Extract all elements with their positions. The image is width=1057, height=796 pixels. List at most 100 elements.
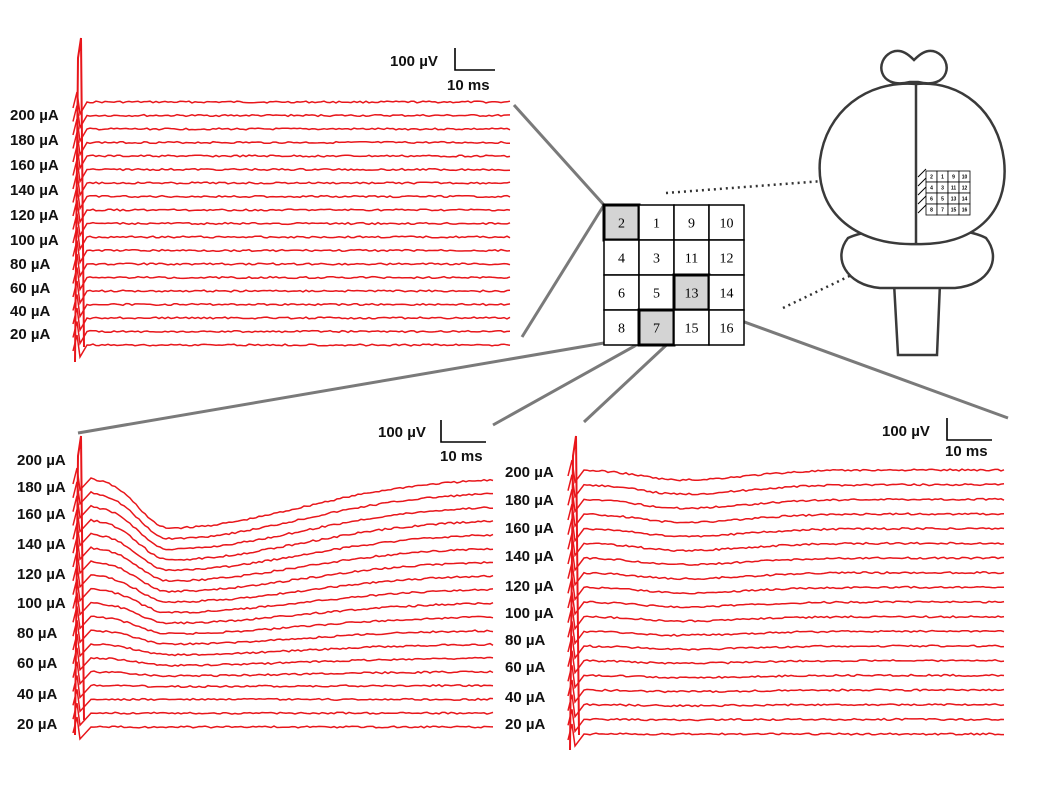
response-trace: [567, 650, 1005, 675]
response-trace: [567, 606, 1005, 631]
mini-cell-label: 5: [941, 197, 944, 203]
mini-grid-hatch: [917, 168, 927, 178]
grid-cell-11: [673, 239, 710, 276]
grid-cell-label: 7: [653, 322, 660, 337]
response-trace: [72, 105, 511, 130]
mini-grid-hatch: [917, 195, 927, 205]
response-trace: [72, 523, 494, 572]
response-trace: [567, 709, 1005, 734]
response-trace: [72, 294, 511, 319]
response-trace: [72, 578, 494, 614]
grid-cell-label: 4: [618, 252, 625, 267]
grid-cell-15: [673, 309, 710, 346]
spinal-cord: [892, 281, 942, 357]
connector-a: [512, 103, 606, 207]
grid-cell-label: 16: [720, 322, 734, 337]
current-label: 60 µA: [10, 280, 50, 297]
response-trace: [72, 495, 493, 551]
stimulus-artifact: [74, 37, 85, 363]
mini-cell-label: 7: [941, 208, 944, 214]
grid-cell-16: [708, 309, 745, 346]
response-trace: [72, 481, 493, 540]
connector-d: [492, 341, 641, 427]
scale-bar: [454, 48, 495, 71]
mini-grid-hatch: [917, 177, 927, 187]
response-trace: [72, 267, 511, 292]
panel-connectors: [77, 103, 1009, 435]
response-trace: [567, 562, 1005, 587]
mini-cell-label: 15: [951, 208, 957, 214]
mini-cell-label: 9: [952, 175, 955, 181]
response-trace: [72, 647, 494, 672]
grid-cell-label: 6: [618, 287, 625, 302]
mini-cell-label: 16: [962, 208, 968, 214]
response-trace: [72, 606, 494, 635]
response-trace: [567, 635, 1005, 660]
response-trace: [567, 591, 1005, 616]
current-label: 120 µA: [505, 578, 554, 595]
response-trace: [567, 547, 1004, 572]
response-trace: [567, 577, 1004, 602]
mini-cell-label: 1: [941, 175, 944, 181]
scale-bar-voltage-label: 100 µV: [882, 423, 930, 440]
response-trace: [72, 280, 511, 306]
mini-cell-label: 6: [930, 197, 933, 203]
scale-bar-time-label: 10 ms: [945, 443, 988, 460]
mini-cell-label: 4: [930, 186, 933, 192]
response-trace: [567, 679, 1005, 704]
current-label: 140 µA: [17, 536, 66, 553]
current-label: 20 µA: [10, 326, 50, 343]
grid-cell-label: 10: [720, 217, 734, 232]
mini-cell-label: 14: [962, 197, 968, 203]
response-trace: [72, 564, 494, 604]
response-trace: [567, 459, 1005, 484]
mini-cell-label: 12: [962, 186, 968, 192]
grid-cell-label: 9: [688, 217, 695, 232]
response-trace: [72, 226, 511, 252]
current-label: 120 µA: [17, 566, 66, 583]
response-trace: [72, 675, 494, 700]
response-trace: [72, 91, 511, 117]
mini-grid-hatch: [917, 186, 927, 196]
olfactory-bulb: [880, 49, 948, 85]
grid-cell-1: [638, 204, 675, 241]
current-label: 120 µA: [10, 207, 59, 224]
current-label: 40 µA: [10, 303, 50, 320]
scale-bar-time-label: 10 ms: [440, 448, 483, 465]
grid-cell-label: 13: [685, 287, 699, 302]
scale-bar-voltage-label: 100 µV: [390, 53, 438, 70]
current-label: 160 µA: [10, 157, 59, 174]
grid-cell-12: [708, 239, 745, 276]
current-label: 100 µA: [10, 232, 59, 249]
response-trace: [72, 716, 494, 741]
scale-bar-time-label: 10 ms: [447, 77, 490, 94]
response-trace: [72, 619, 494, 646]
current-label: 140 µA: [505, 548, 554, 565]
response-trace: [72, 536, 494, 583]
grid-cell-8: [603, 309, 640, 346]
response-trace: [72, 592, 494, 625]
current-label: 140 µA: [10, 182, 59, 199]
grid-cell-label: 3: [653, 252, 660, 267]
grid-cell-label: 2: [618, 217, 625, 232]
current-label: 200 µA: [505, 464, 554, 481]
current-label: 40 µA: [17, 686, 57, 703]
grid-cell-10: [708, 204, 745, 241]
response-trace: [72, 334, 511, 360]
grid-cell-label: 15: [685, 322, 699, 337]
mini-cell-16: [958, 203, 971, 216]
grid-cell-7: [637, 308, 676, 347]
current-label: 180 µA: [505, 492, 554, 509]
mini-cell-label: 10: [962, 175, 968, 181]
mini-cell-label: 3: [941, 186, 944, 192]
response-trace: [72, 661, 494, 686]
current-label: 100 µA: [17, 595, 66, 612]
scale-bar: [440, 420, 486, 443]
current-label: 60 µA: [505, 659, 545, 676]
current-label: 180 µA: [10, 132, 59, 149]
current-label: 80 µA: [505, 632, 545, 649]
scale-bar-voltage-label: 100 µV: [378, 424, 426, 441]
